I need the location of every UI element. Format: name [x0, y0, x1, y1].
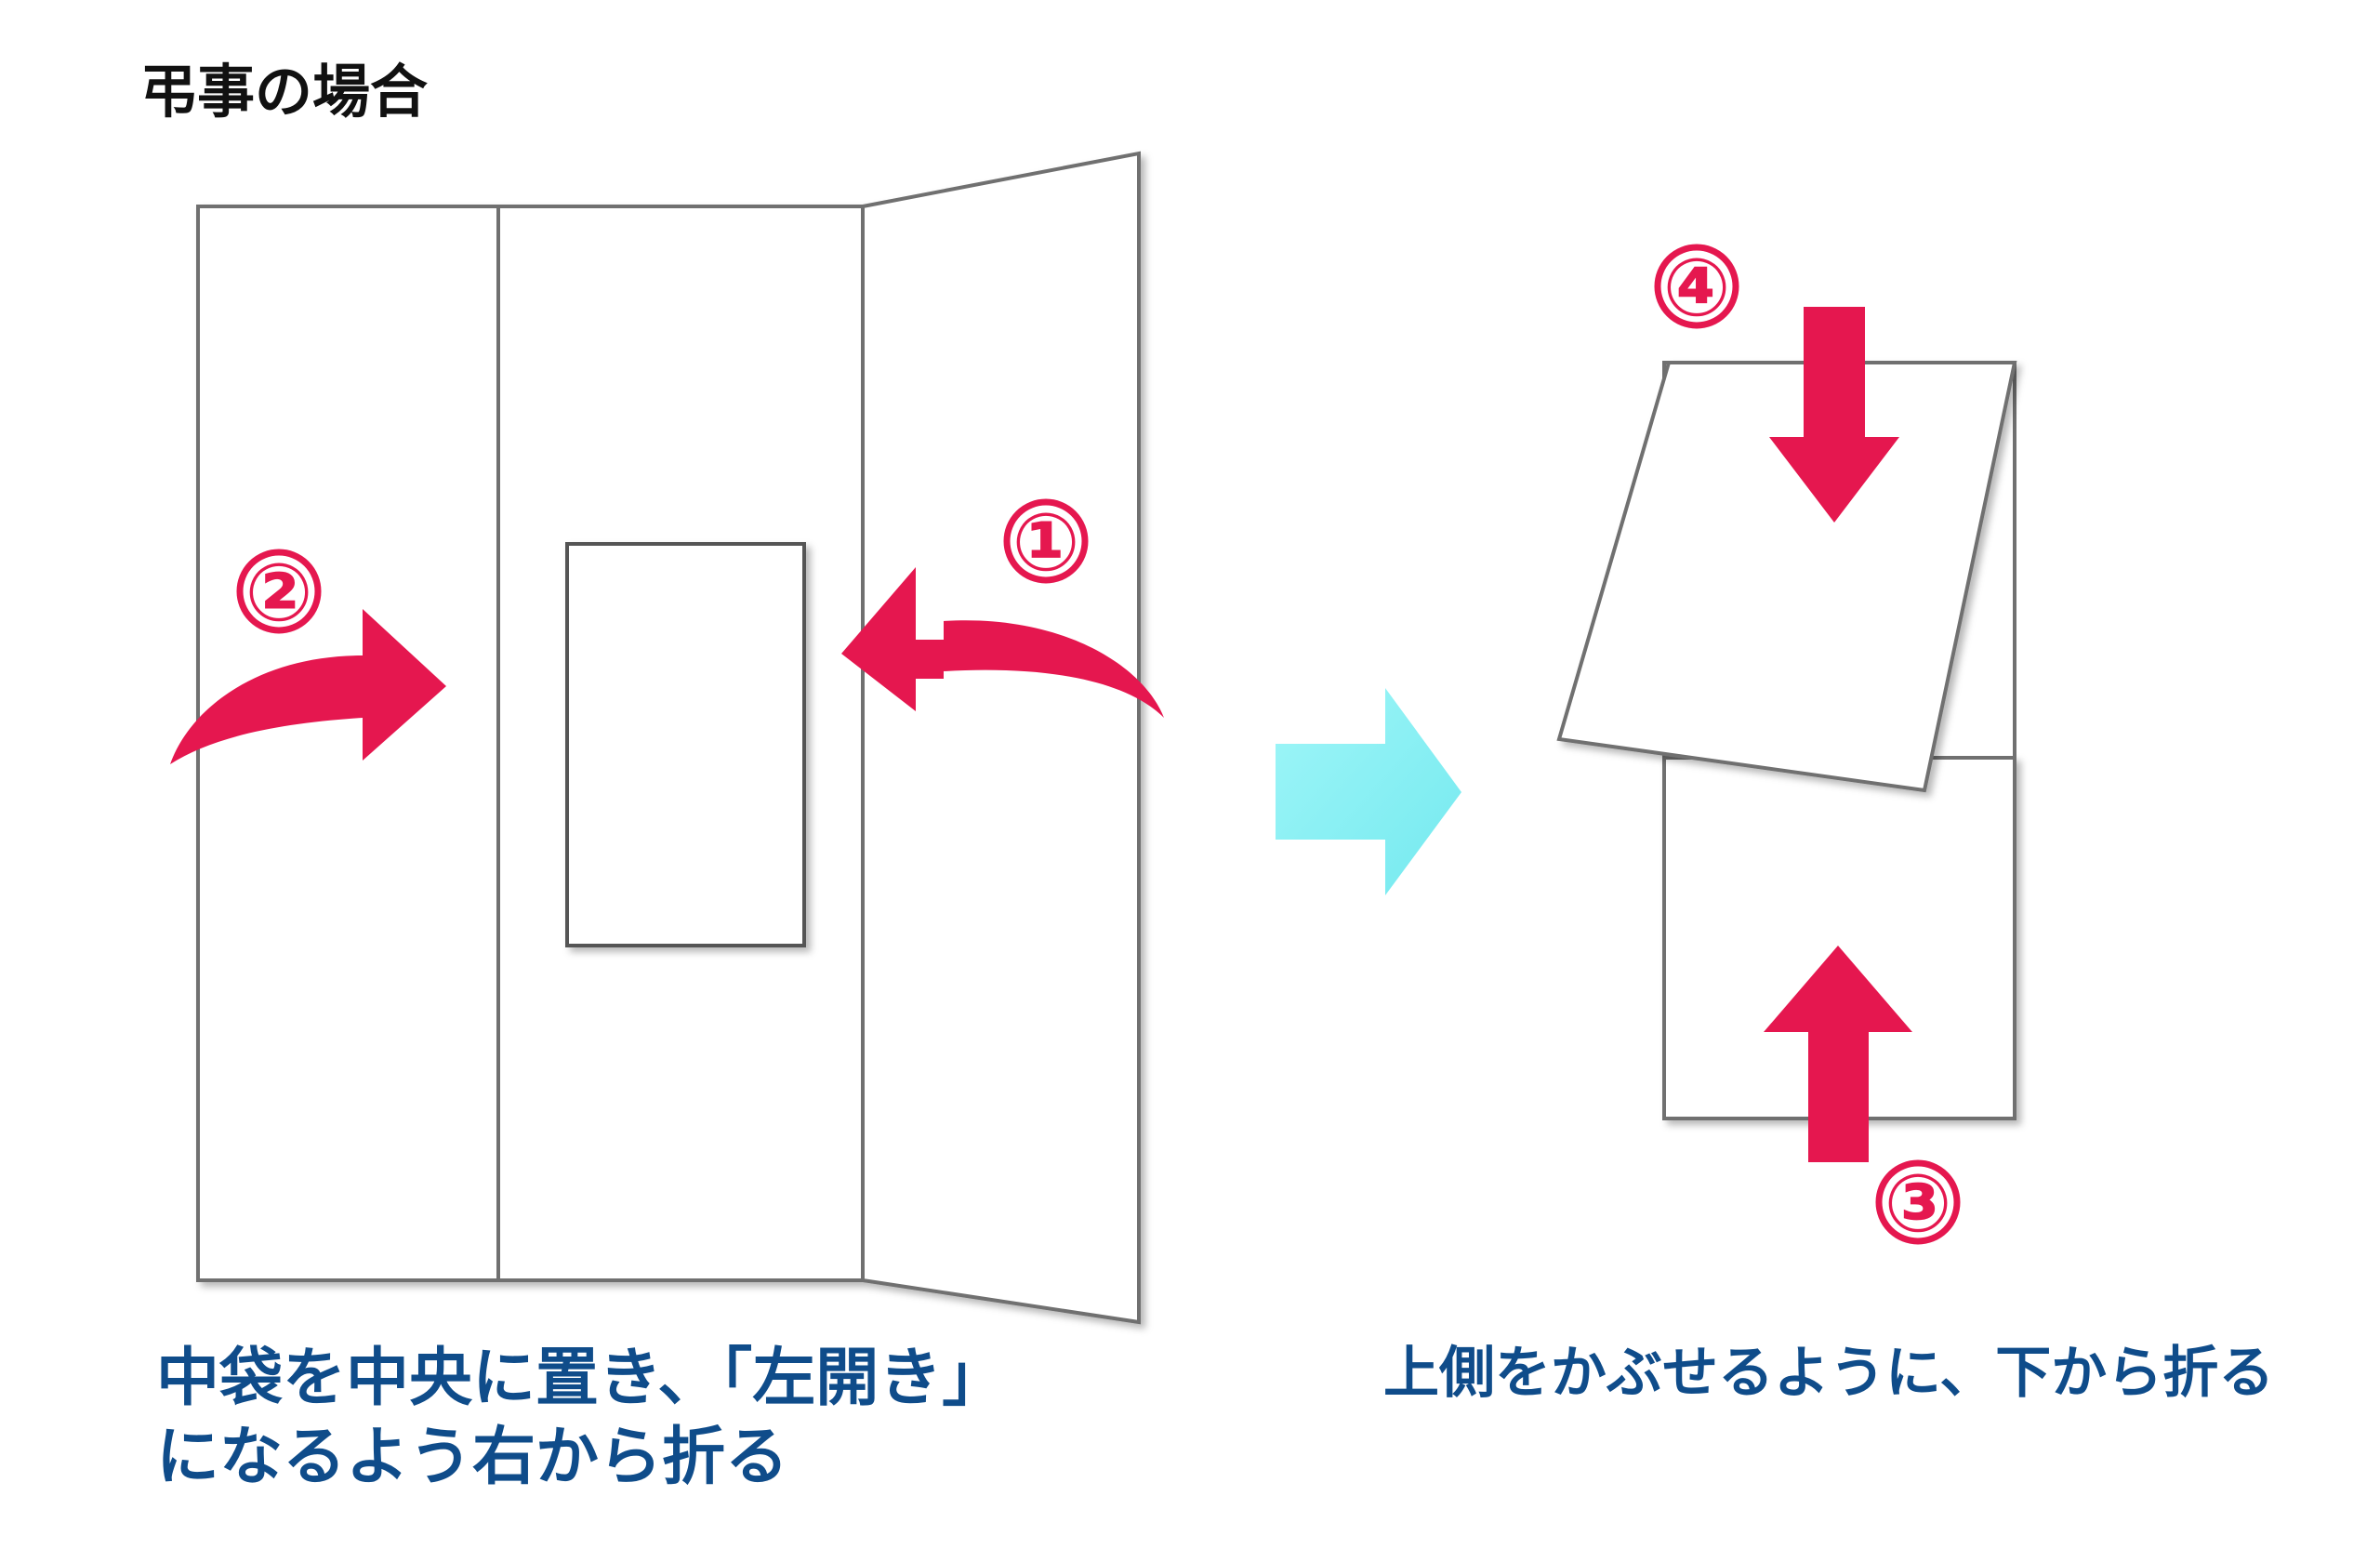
page-title: 弔事の場合 — [139, 58, 429, 126]
paper-left-panel — [196, 205, 500, 1282]
step-1-label: ① — [1003, 496, 1089, 589]
left-caption-line-1: 中袋を中央に置き、「左開き」 — [156, 1342, 1006, 1415]
step-2-text: ② — [245, 547, 313, 640]
step-4-text: ④ — [1663, 242, 1731, 335]
step-4-label: ④ — [1654, 242, 1739, 335]
down-arrow-4 — [1769, 307, 1899, 523]
folded-top-flap — [1556, 361, 2017, 793]
up-arrow-3 — [1764, 946, 1912, 1162]
left-caption: 中袋を中央に置き、「左開き」 になるよう右から折る — [156, 1339, 1005, 1497]
step-3-label: ③ — [1875, 1158, 1961, 1251]
transition-arrow — [1276, 688, 1461, 895]
right-caption: 上側をかぶせるように、下から折る — [1383, 1341, 2275, 1406]
step-3-text: ③ — [1884, 1158, 1952, 1251]
step-2-label: ② — [236, 547, 322, 640]
step-1-text: ① — [1012, 496, 1080, 589]
left-caption-line-2: になるよう右から折る — [156, 1421, 789, 1494]
inner-envelope — [565, 542, 806, 947]
curved-arrow-2 — [170, 609, 446, 764]
paper-right-flap — [861, 151, 1141, 1325]
curved-arrow-1 — [841, 567, 1164, 718]
folded-paper — [1556, 361, 2017, 1120]
